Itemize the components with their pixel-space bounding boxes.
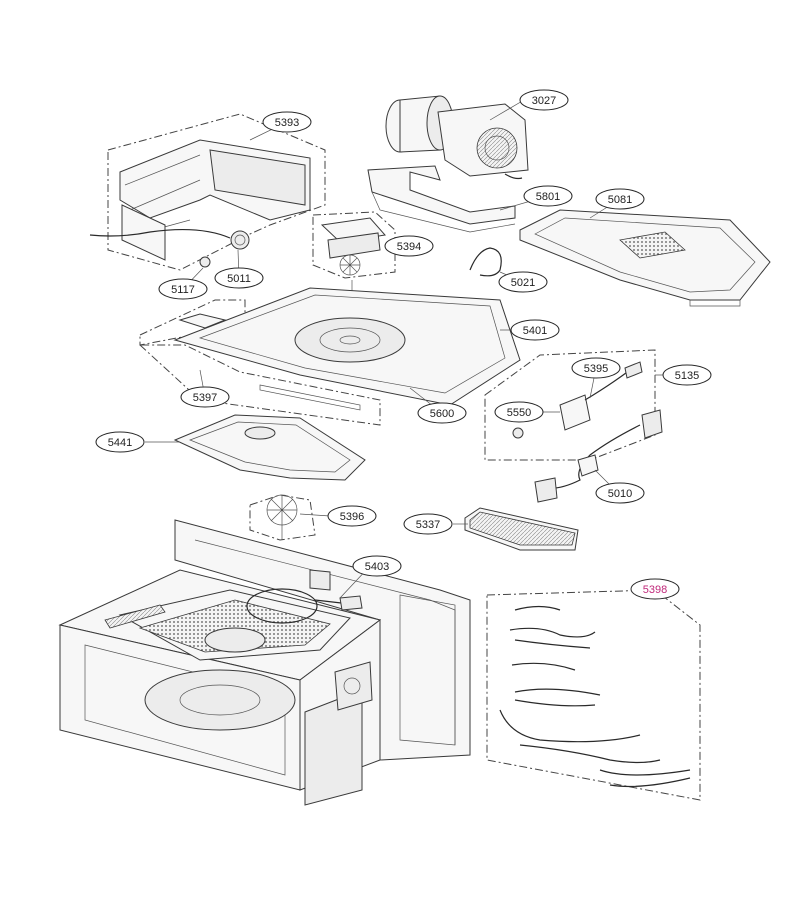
callout-5395-text: 5395 <box>584 363 608 375</box>
callout-5117-text: 5117 <box>171 284 195 296</box>
callout-5398: 5398 <box>630 578 680 600</box>
callout-labels: 3027 5393 5801 5081 5394 5011 5117 5021 … <box>95 89 712 600</box>
bracket-5394-assembly <box>312 211 396 298</box>
callout-5403: 5403 <box>352 555 402 577</box>
callout-5081-text: 5081 <box>608 194 632 206</box>
heater-coil-5403 <box>246 588 363 624</box>
main-cabinet <box>58 519 471 806</box>
callout-3027: 3027 <box>519 89 569 111</box>
callout-5010-text: 5010 <box>608 488 632 500</box>
callout-5395: 5395 <box>571 357 621 379</box>
top-plate-5081 <box>519 209 771 307</box>
callout-5396: 5396 <box>327 505 377 527</box>
callout-5135-text: 5135 <box>675 370 699 382</box>
callout-5394: 5394 <box>384 235 434 257</box>
bracket-5801 <box>367 165 516 233</box>
callout-5393-text: 5393 <box>275 117 299 129</box>
callout-5600-text: 5600 <box>430 408 454 420</box>
power-cord-assembly <box>484 349 663 503</box>
callout-5337: 5337 <box>403 513 453 535</box>
callout-5441: 5441 <box>95 431 145 453</box>
tray-5441 <box>173 414 366 481</box>
callout-5550: 5550 <box>494 401 544 423</box>
callout-5011: 5011 <box>214 267 264 289</box>
stirrer-fan-5396 <box>249 494 316 541</box>
callout-5801-text: 5801 <box>536 191 560 203</box>
callout-5081: 5081 <box>595 188 645 210</box>
callout-5398-text: 5398 <box>643 584 667 596</box>
callout-5394-text: 5394 <box>397 241 421 253</box>
callout-5801: 5801 <box>523 185 573 207</box>
duct-assembly <box>89 113 326 271</box>
base-plate-5401 <box>138 287 521 426</box>
callout-5010: 5010 <box>595 482 645 504</box>
grille-5337 <box>464 507 579 551</box>
callout-5117: 5117 <box>158 278 208 300</box>
callout-5441-text: 5441 <box>108 437 132 449</box>
callout-5393: 5393 <box>262 111 312 133</box>
callout-5401: 5401 <box>510 319 560 341</box>
callout-5397: 5397 <box>180 386 230 408</box>
callout-5011-text: 5011 <box>227 273 251 285</box>
callout-3027-text: 3027 <box>532 95 556 107</box>
callout-5021-text: 5021 <box>511 277 535 289</box>
callout-5600: 5600 <box>417 402 467 424</box>
callout-5403-text: 5403 <box>365 561 389 573</box>
callout-5396-text: 5396 <box>340 511 364 523</box>
callout-5397-text: 5397 <box>193 392 217 404</box>
callout-5550-text: 5550 <box>507 407 531 419</box>
wire-5021 <box>469 247 502 277</box>
callout-5337-text: 5337 <box>416 519 440 531</box>
callout-5401-text: 5401 <box>523 325 547 337</box>
wiring-harness-assembly <box>486 589 701 801</box>
fan-motor-assembly <box>385 95 529 180</box>
callout-5135: 5135 <box>662 364 712 386</box>
callout-5021: 5021 <box>498 271 548 293</box>
